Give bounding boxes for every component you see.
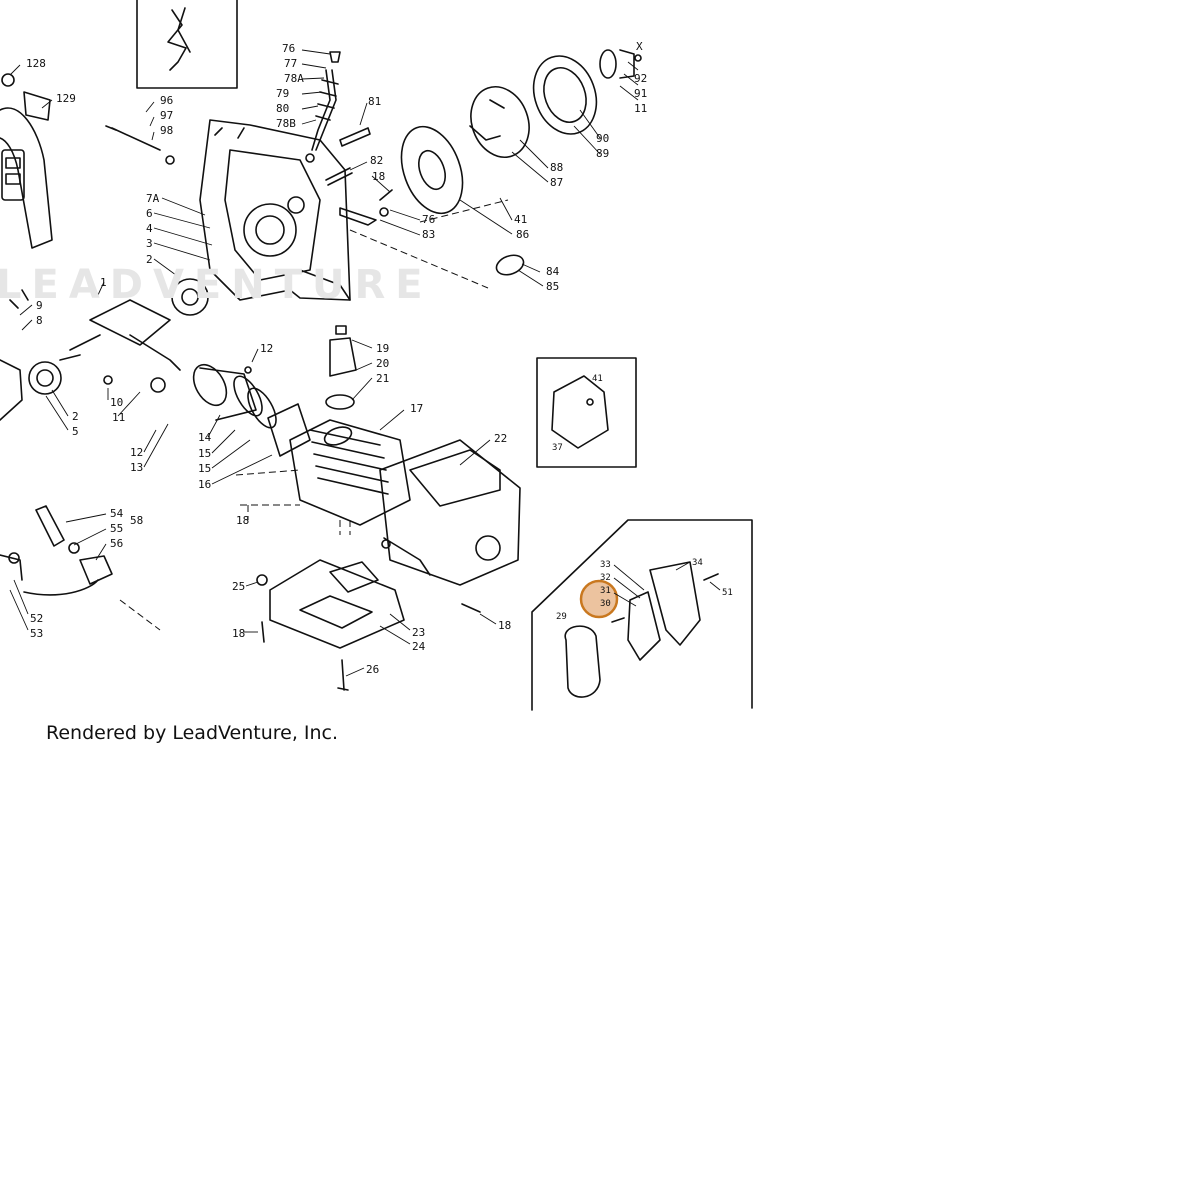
callout-8: 8 (36, 314, 43, 327)
callout-88: 88 (550, 161, 563, 174)
callout-labels: 128 129 96 97 98 76 77 78A 79 80 78B 81 … (26, 40, 733, 676)
callout-34: 34 (692, 558, 703, 568)
pin-parts (325, 127, 371, 186)
callout-17: 17 (410, 402, 423, 415)
callout-12-upper: 12 (260, 342, 273, 355)
callout-20: 20 (376, 357, 389, 370)
callout-128: 128 (26, 57, 46, 70)
gasket-inset-box (536, 357, 637, 468)
callout-82: 82 (370, 154, 383, 167)
callout-77: 77 (284, 57, 297, 70)
callout-4: 4 (146, 222, 153, 235)
callout-56: 56 (110, 537, 123, 550)
footer-credit: Rendered by LeadVenture, Inc. (46, 722, 339, 744)
callout-18-top: 18 (372, 170, 385, 183)
callout-79: 79 (276, 87, 289, 100)
callout-16: 16 (198, 478, 211, 491)
callout-2-lower: 2 (72, 410, 79, 423)
callout-6: 6 (146, 207, 153, 220)
callout-76-top: 76 (282, 42, 295, 55)
callout-24: 24 (412, 640, 426, 653)
callout-53: 53 (30, 627, 43, 640)
watermark-text: LEADVENTURE (0, 262, 433, 308)
callout-30: 30 (600, 599, 611, 609)
bracket-parts (339, 189, 393, 226)
callout-2-upper: 2 (146, 253, 153, 266)
callout-83: 83 (422, 228, 435, 241)
piston-part (192, 363, 277, 429)
callout-78b: 78B (276, 117, 296, 130)
screw-part (105, 125, 175, 165)
callout-89: 89 (596, 147, 609, 160)
callout-11-top: 11 (634, 102, 647, 115)
cylinder-part (267, 325, 411, 526)
callout-29: 29 (556, 612, 567, 622)
oil-pump-part (305, 51, 341, 163)
callout-98: 98 (160, 124, 173, 137)
callout-15-b: 15 (198, 462, 211, 475)
callout-18-muffler-right: 18 (498, 619, 511, 632)
callout-31: 31 (600, 586, 611, 596)
callout-96: 96 (160, 94, 173, 107)
callout-41-inset: 41 (592, 374, 603, 384)
callout-90: 90 (596, 132, 609, 145)
callout-33: 33 (600, 560, 611, 570)
callout-78a: 78A (284, 72, 304, 85)
callout-18-cyl: 18 (236, 514, 249, 527)
callout-52: 52 (30, 612, 43, 625)
guide-bar-part (0, 73, 53, 249)
callout-85: 85 (546, 280, 559, 293)
callout-129: 129 (56, 92, 76, 105)
callout-54: 54 (110, 507, 124, 520)
callout-1: 1 (100, 276, 107, 289)
callout-9: 9 (36, 299, 43, 312)
callout-37: 37 (552, 443, 563, 453)
callout-23: 23 (412, 626, 425, 639)
callout-76-mid: 76 (422, 213, 435, 226)
crankshaft-part (0, 278, 209, 421)
callout-14: 14 (198, 431, 212, 444)
gasket-part (495, 254, 525, 276)
callout-55: 55 (110, 522, 123, 535)
ignition-parts (0, 505, 113, 596)
callout-21: 21 (376, 372, 389, 385)
callout-11-lower: 11 (112, 411, 125, 424)
callout-10: 10 (110, 396, 123, 409)
callout-58: 58 (130, 514, 143, 527)
callout-97: 97 (160, 109, 173, 122)
callout-3: 3 (146, 237, 153, 250)
callout-22: 22 (494, 432, 507, 445)
callout-87: 87 (550, 176, 563, 189)
callout-12-lower: 12 (130, 446, 143, 459)
leader-lines (9, 49, 721, 677)
clutch-assembly (400, 49, 642, 215)
callout-81: 81 (368, 95, 381, 108)
callout-15-a: 15 (198, 447, 211, 460)
assembly-lines (119, 199, 509, 631)
callout-5: 5 (72, 425, 79, 438)
carburetor-inset-box (531, 519, 753, 711)
callout-7a: 7A (146, 192, 160, 205)
callout-51: 51 (722, 588, 733, 598)
muffler-part (256, 559, 481, 691)
callout-80: 80 (276, 102, 289, 115)
callout-86: 86 (516, 228, 529, 241)
callout-41-right: 41 (514, 213, 527, 226)
callout-32: 32 (600, 573, 611, 583)
callout-18-muffler-left: 18 (232, 627, 245, 640)
callout-92: 92 (634, 72, 647, 85)
selected-part-highlight[interactable] (579, 579, 619, 619)
chain-inset-box (136, 0, 238, 89)
callout-26: 26 (366, 663, 379, 676)
callout-13: 13 (130, 461, 143, 474)
callout-19: 19 (376, 342, 389, 355)
callout-x: X (636, 40, 643, 53)
callout-84: 84 (546, 265, 560, 278)
crankcase-part (199, 119, 351, 301)
callout-25: 25 (232, 580, 245, 593)
muffler-housing-part (379, 439, 521, 586)
callout-91: 91 (634, 87, 647, 100)
exploded-parts-diagram: 128 129 96 97 98 76 77 78A 79 80 78B 81 … (0, 0, 753, 711)
